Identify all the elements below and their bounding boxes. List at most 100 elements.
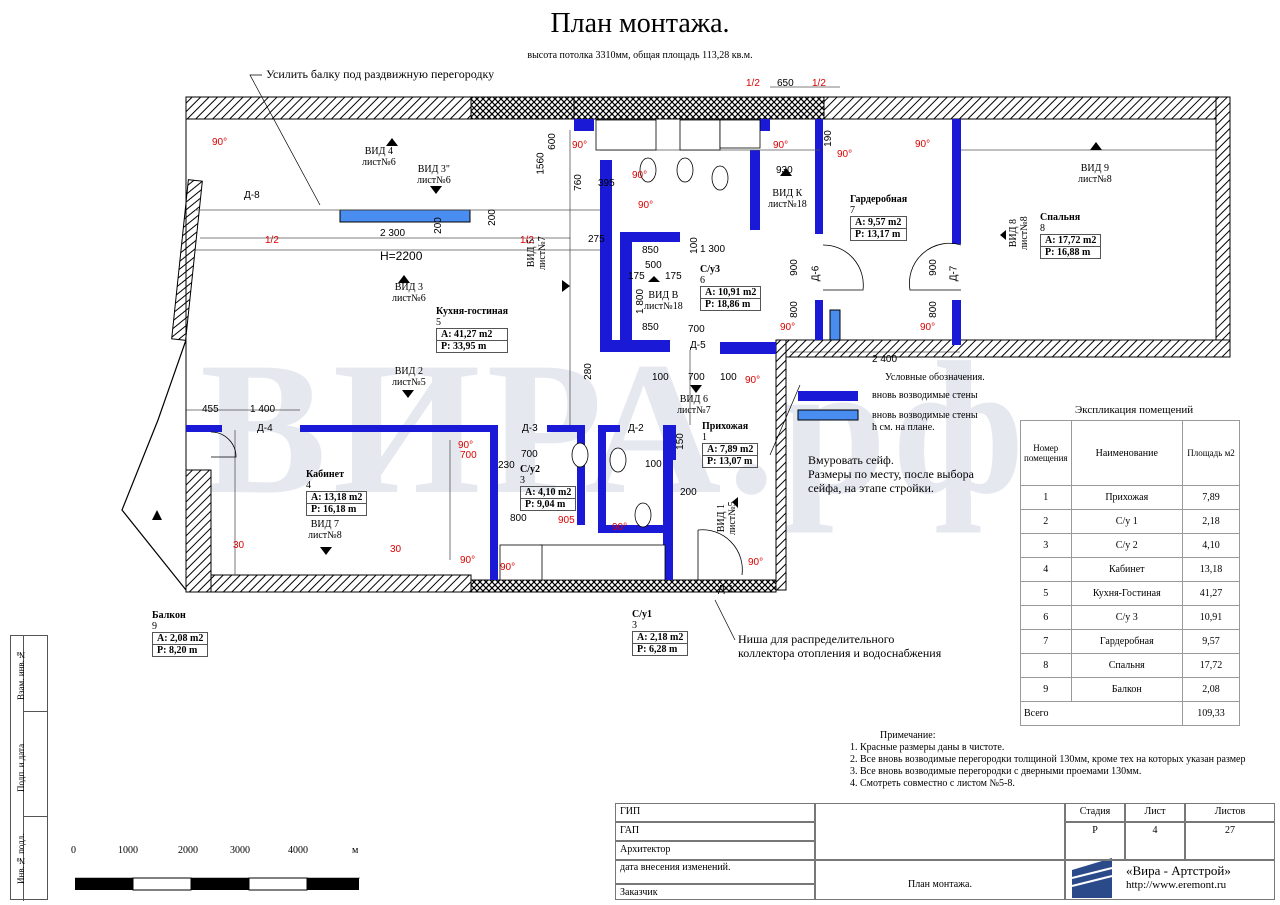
explication-table: Номер помещения Наименование Площадь м2 …	[1020, 420, 1240, 726]
legend-item-new-wall-h: вновь возводимые стены h см. на плане.	[872, 410, 978, 434]
dim-900-b: 900	[927, 259, 939, 276]
balcony-outline	[121, 339, 187, 591]
dim-200-v2: 200	[486, 209, 498, 226]
room-name: С/у3	[700, 264, 720, 275]
dim-650: 650	[777, 78, 794, 89]
company-name: «Вира - Артстрой»	[1126, 863, 1231, 878]
room-name: Гардеробная	[850, 194, 908, 205]
dim-100-b: 100	[720, 372, 737, 383]
view-sheet: лист№5	[727, 501, 738, 535]
side-stamp	[10, 635, 48, 901]
callout-niche-line: Ниша для распределительного	[738, 632, 895, 646]
angle-90-h: 90°	[780, 322, 795, 333]
door-d4-label: Д-4	[257, 423, 273, 434]
total-value: 109,33	[1182, 701, 1240, 726]
outer-walls	[171, 96, 1231, 593]
row-number: 3	[1020, 533, 1072, 558]
row-name: С/у 3	[1070, 605, 1184, 630]
view-name: ВИД 1	[716, 504, 727, 533]
legend-swatch-new-wall	[798, 391, 858, 401]
row-area: 4,10	[1182, 533, 1240, 558]
row-name: С/у 2	[1070, 533, 1184, 558]
stamp-stage: Р	[1065, 822, 1125, 860]
door-d8-label: Д-8	[244, 190, 260, 201]
view-markers	[152, 138, 1102, 555]
view-sheet: лист№18	[644, 301, 683, 312]
legend-label: вновь возводимые стены	[872, 410, 978, 421]
page-subtitle: высота потолка 3310мм, общая площадь 113…	[527, 50, 753, 61]
table-header-row: Номер помещения Наименование Площадь м2	[1020, 420, 1240, 486]
door-d7-label: Д-7	[948, 265, 960, 282]
row-area: 41,27	[1182, 581, 1240, 606]
room-area: A: 7,89 m2	[707, 444, 754, 455]
row-name: Балкон	[1070, 677, 1184, 702]
stamp-stage-label: Стадия	[1065, 803, 1125, 822]
room-name: С/у1	[632, 609, 652, 620]
scale-tick-2000: 2000	[178, 845, 198, 856]
room-number: 6	[700, 275, 705, 286]
title-block: ГИП ГАП Архитектор дата внесения изменен…	[615, 803, 1275, 900]
table-total-row: Всего 109,33	[1020, 701, 1240, 726]
dim-930: 930	[776, 165, 793, 176]
dim-2400: 2 400	[872, 354, 897, 365]
callout-safe-line: Размеры по месту, после выбора	[808, 467, 974, 481]
side-stamp-divider	[23, 816, 47, 817]
angle-90-j: 90°	[458, 440, 473, 451]
callout-beam: Усилить балку под раздвижную перегородку	[266, 67, 495, 81]
dim-700-hall: 700	[688, 372, 705, 383]
row-area: 13,18	[1182, 557, 1240, 582]
dim-760: 760	[572, 174, 584, 191]
callout-safe-line: сейфа, на этапе стройки.	[808, 481, 934, 495]
row-number: 1	[1020, 485, 1072, 510]
room-perimeter: P: 33,95 m	[437, 340, 508, 352]
dim-30-b: 30	[390, 544, 402, 555]
room-perimeter: P: 18,86 m	[701, 298, 761, 310]
view-name: ВИД 2	[394, 366, 423, 377]
dim-1560: 1560	[535, 152, 547, 175]
new-walls	[186, 119, 961, 580]
dim-100-c: 100	[645, 459, 662, 470]
room-name: Кухня-гостиная	[436, 306, 509, 317]
view-name: ВИД 3"	[417, 164, 450, 175]
view-name: ВИД 5	[526, 239, 537, 268]
header-name: Наименование	[1070, 420, 1184, 486]
stamp-row-gip: ГИП	[615, 803, 815, 822]
room-area: A: 17,72 m2	[1045, 235, 1097, 246]
stamp-row-client: Заказчик	[615, 884, 815, 900]
room-area: A: 41,27 m2	[441, 329, 493, 340]
view-sheet: лист№8	[1019, 216, 1030, 250]
legend-label-2: h см. на плане.	[872, 422, 935, 433]
room-number: 8	[1040, 223, 1045, 234]
angle-90-f: 90°	[837, 149, 852, 160]
dim-900-a: 900	[788, 259, 800, 276]
row-area: 2,08	[1182, 677, 1240, 702]
dim-2300: 2 300	[380, 228, 405, 239]
stamp-sheets: 27	[1185, 822, 1275, 860]
row-name: Спальня	[1070, 653, 1184, 678]
dim-700-red: 700	[460, 450, 477, 461]
side-label-sign: Подп. и дата	[16, 743, 26, 793]
stamp-company: «Вира - Артстрой» http://www.eremont.ru	[1065, 860, 1275, 900]
row-number: 2	[1020, 509, 1072, 534]
view-name: ВИД 7	[310, 519, 339, 530]
dim-800-a: 800	[788, 301, 800, 318]
notes-title: Примечание:	[880, 730, 936, 741]
header-number: Номер помещения	[1020, 420, 1072, 486]
explication-title: Экспликация помещений	[1075, 404, 1194, 416]
scale-tick-3000: 3000	[230, 845, 250, 856]
row-name: С/у 1	[1070, 509, 1184, 534]
scale-tick-4000: 4000	[288, 845, 308, 856]
row-name: Кухня-Гостиная	[1070, 581, 1184, 606]
side-stamp-divider	[23, 711, 47, 712]
dim-800-b: 800	[927, 301, 939, 318]
angle-90-e: 90°	[773, 140, 788, 151]
dim-190: 190	[822, 130, 834, 147]
row-number: 7	[1020, 629, 1072, 654]
dim-455: 455	[202, 404, 219, 415]
